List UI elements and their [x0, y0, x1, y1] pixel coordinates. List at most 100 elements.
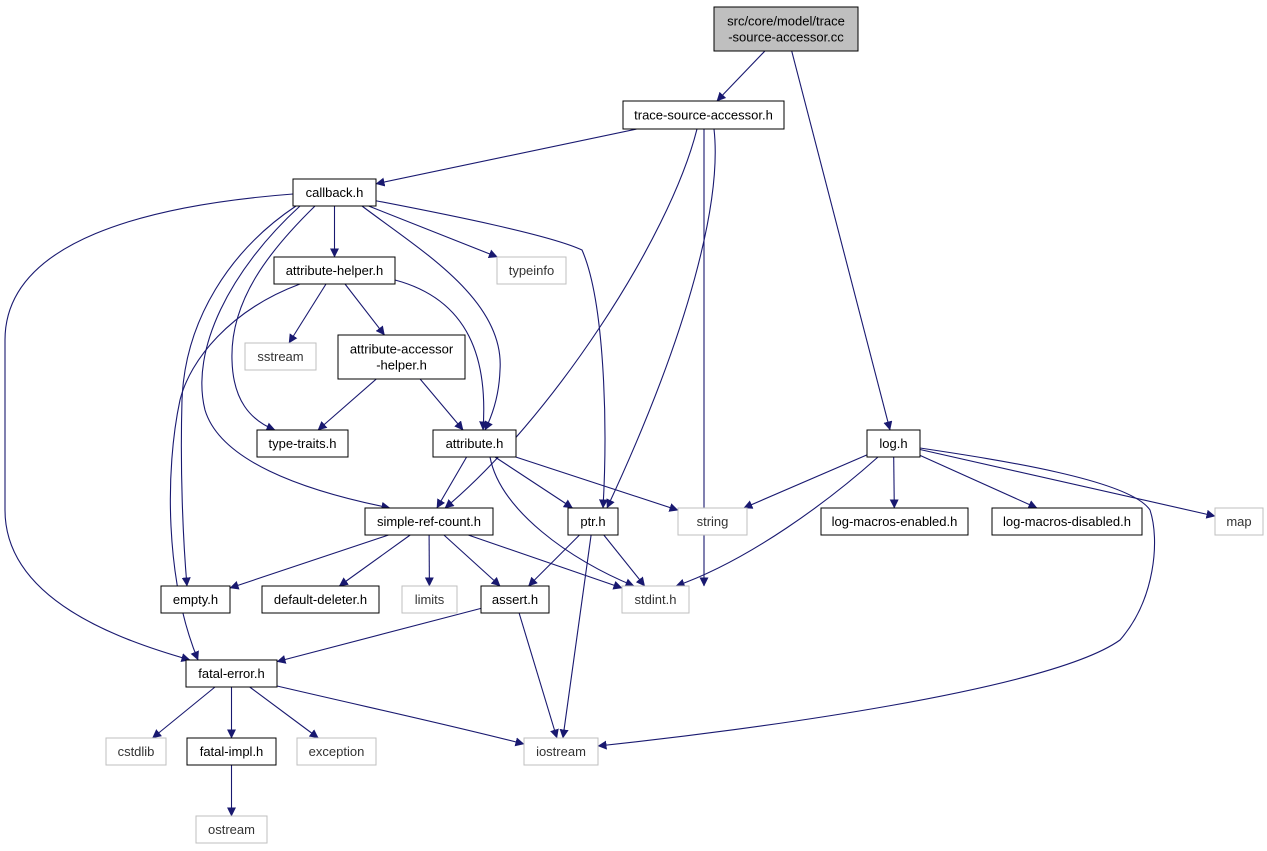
node-exception: exception	[296, 737, 377, 766]
edge-callback-to-typetraits	[231, 205, 316, 431]
edge-attribute-to-ptr	[494, 456, 573, 509]
edge-aahelper-to-attribute	[419, 378, 464, 431]
edge-ptr-to-assert	[528, 534, 580, 587]
node-tsa[interactable]: trace-source-accessor.h	[622, 100, 785, 130]
node-attribute[interactable]: attribute.h	[432, 429, 517, 458]
node-label: exception	[309, 744, 365, 759]
edge-tsa-to-src	[444, 128, 698, 509]
edge-src-to-stdint	[468, 534, 623, 590]
node-box	[677, 507, 748, 536]
edge-fatal-to-cstdlib	[152, 686, 216, 739]
node-box	[195, 815, 268, 844]
node-label: src/core/model/trace	[727, 14, 845, 29]
node-label: ostream	[208, 822, 255, 837]
node-box	[337, 334, 466, 380]
edge-root-to-tsa	[716, 50, 766, 102]
edge-assert-to-fatal	[276, 607, 482, 664]
node-aahelper[interactable]: attribute-accessor-helper.h	[337, 334, 466, 380]
node-label: iostream	[536, 744, 586, 759]
node-label: fatal-error.h	[198, 666, 264, 681]
node-fatal[interactable]: fatal-error.h	[185, 659, 278, 688]
node-box	[820, 507, 969, 536]
node-label: attribute.h	[446, 436, 504, 451]
edge-callback-to-ptr	[371, 199, 608, 509]
node-sstream: sstream	[244, 342, 317, 371]
edge-src-to-assert	[443, 534, 501, 587]
node-assert[interactable]: assert.h	[480, 585, 550, 614]
node-label: map	[1226, 514, 1251, 529]
node-map: map	[1214, 507, 1264, 536]
node-label: cstdlib	[118, 744, 155, 759]
edge-aahelper-to-typetraits	[317, 378, 377, 431]
node-log[interactable]: log.h	[866, 429, 921, 458]
edge-ahelper-to-aahelper	[344, 283, 385, 336]
edge-attribute-to-string	[515, 456, 679, 512]
node-label: default-deleter.h	[274, 592, 367, 607]
node-src[interactable]: simple-ref-count.h	[364, 507, 494, 536]
edge-src-to-dd	[338, 534, 411, 587]
edge-fatal-to-exception	[249, 686, 319, 739]
node-dd[interactable]: default-deleter.h	[261, 585, 380, 614]
edge-callback-to-attribute	[361, 205, 501, 431]
node-box	[185, 659, 278, 688]
node-root[interactable]: src/core/model/trace-source-accessor.cc	[713, 6, 859, 52]
node-box	[364, 507, 494, 536]
node-typeinfo: typeinfo	[496, 256, 567, 285]
node-ahelper[interactable]: attribute-helper.h	[273, 256, 396, 285]
node-label: stdint.h	[635, 592, 677, 607]
edges-layer	[4, 50, 1216, 817]
node-box	[292, 178, 377, 207]
node-box	[186, 737, 277, 766]
node-box	[1214, 507, 1264, 536]
edge-log-to-map	[919, 448, 1216, 519]
edge-fatal-to-iostream	[276, 685, 525, 747]
node-callback[interactable]: callback.h	[292, 178, 377, 207]
node-box	[621, 585, 690, 614]
node-lmd[interactable]: log-macros-disabled.h	[991, 507, 1143, 536]
node-box	[480, 585, 550, 614]
edge-log-to-lmd	[919, 454, 1038, 509]
node-label: ptr.h	[580, 514, 605, 529]
node-label: string	[697, 514, 729, 529]
node-label: sstream	[257, 349, 303, 364]
node-stdint: stdint.h	[621, 585, 690, 614]
edge-attribute-to-stdint	[489, 456, 635, 587]
node-cstdlib: cstdlib	[105, 737, 167, 766]
edge-ahelper-to-attribute	[394, 279, 489, 431]
node-box	[273, 256, 396, 285]
node-box	[622, 100, 785, 130]
node-box	[496, 256, 567, 285]
node-box	[160, 585, 231, 614]
node-label: assert.h	[492, 592, 538, 607]
node-box	[991, 507, 1143, 536]
node-box	[432, 429, 517, 458]
node-label: empty.h	[173, 592, 218, 607]
node-box	[523, 737, 599, 766]
edge-callback-to-empty	[180, 205, 297, 587]
node-fimpl[interactable]: fatal-impl.h	[186, 737, 277, 766]
node-label: -source-accessor.cc	[728, 30, 844, 45]
edge-callback-to-src	[201, 205, 391, 511]
edge-log-to-string	[743, 454, 868, 509]
edge-log-to-iostream	[597, 447, 1156, 750]
node-typetraits[interactable]: type-traits.h	[256, 429, 349, 458]
node-label: limits	[415, 592, 445, 607]
edge-callback-to-fatal	[4, 193, 294, 662]
node-iostream: iostream	[523, 737, 599, 766]
node-label: attribute-helper.h	[286, 263, 384, 278]
node-box	[401, 585, 458, 614]
node-lme[interactable]: log-macros-enabled.h	[820, 507, 969, 536]
node-box	[244, 342, 317, 371]
node-empty[interactable]: empty.h	[160, 585, 231, 614]
node-ostream: ostream	[195, 815, 268, 844]
node-ptr[interactable]: ptr.h	[567, 507, 619, 536]
node-box	[567, 507, 619, 536]
node-label: type-traits.h	[269, 436, 337, 451]
edge-ahelper-to-sstream	[288, 283, 327, 344]
node-box	[261, 585, 380, 614]
node-box	[296, 737, 377, 766]
edge-log-to-stdint	[675, 456, 879, 588]
edge-root-to-log	[791, 50, 893, 431]
node-label: attribute-accessor	[350, 342, 454, 357]
node-limits: limits	[401, 585, 458, 614]
